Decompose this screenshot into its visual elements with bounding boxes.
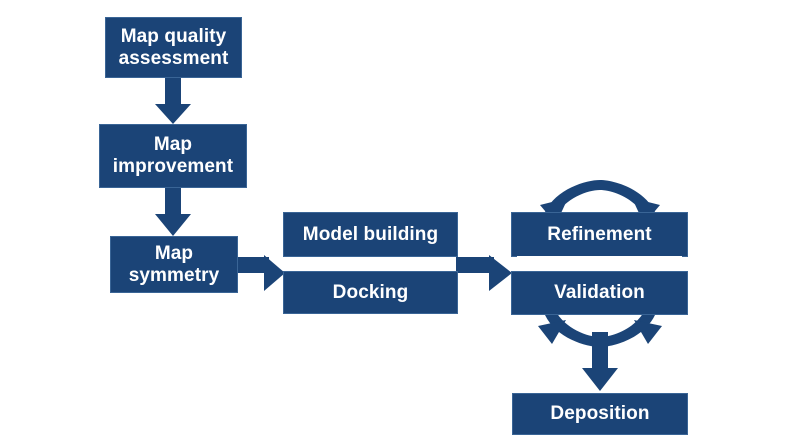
node-label: Model building	[302, 223, 439, 245]
node-label: Deposition	[550, 403, 650, 425]
node-label: Validation	[554, 282, 645, 304]
node-label: Map improvement	[112, 134, 234, 177]
node-model-building[interactable]: Model building	[283, 212, 458, 257]
node-map-quality-assessment[interactable]: Map quality assessment	[105, 17, 242, 78]
node-docking[interactable]: Docking	[283, 271, 458, 314]
cycle-arrow-bottom	[538, 310, 662, 347]
arrow-symmetry-to-building	[236, 255, 285, 291]
node-map-improvement[interactable]: Map improvement	[99, 124, 247, 188]
node-label: Map quality assessment	[118, 25, 229, 69]
node-refinement[interactable]: Refinement	[511, 212, 688, 257]
node-label: Docking	[332, 281, 409, 303]
refinement-validation-separator	[517, 256, 682, 272]
arrow-improvement-to-symmetry	[155, 186, 191, 236]
node-label: Refinement	[547, 223, 652, 245]
node-validation[interactable]: Validation	[511, 271, 688, 315]
arrow-building-to-refinement	[456, 255, 512, 291]
node-deposition[interactable]: Deposition	[512, 393, 688, 435]
node-map-symmetry[interactable]: Map symmetry	[110, 236, 238, 293]
arrow-quality-to-improvement	[155, 76, 191, 124]
node-label: Map symmetry	[128, 242, 220, 286]
arrow-validation-to-deposition	[582, 332, 618, 391]
